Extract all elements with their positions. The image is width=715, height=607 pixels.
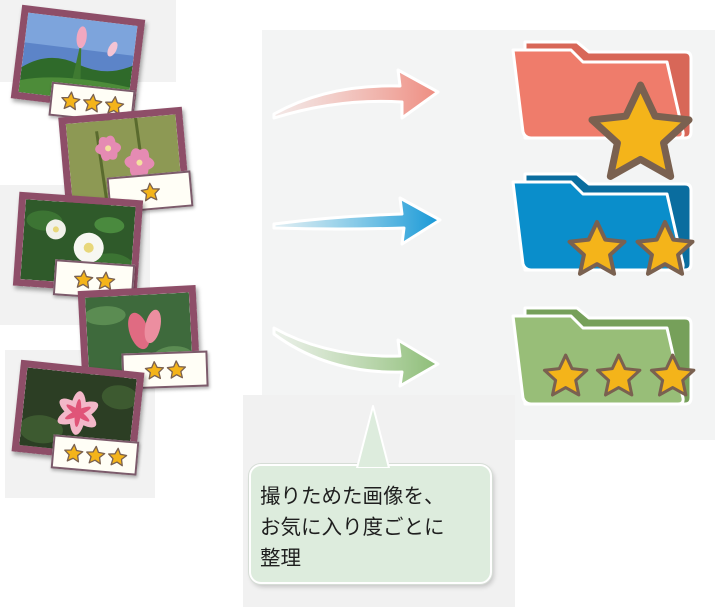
star-icon [82, 93, 102, 112]
lily-photo [19, 367, 137, 459]
rating-label [121, 350, 209, 390]
star-icon [140, 182, 160, 201]
star-icon [635, 220, 695, 276]
star-icon [596, 353, 642, 397]
star-icon [63, 443, 83, 462]
star-icon [567, 220, 627, 276]
folder-icon [507, 36, 697, 180]
star-icon [107, 447, 127, 466]
folder-icon [507, 168, 697, 278]
rating-label [106, 170, 194, 214]
star-icon [588, 81, 693, 180]
callout-text: 撮りためた画像を、 お気に入り度ごとに 整理 [260, 484, 445, 570]
star-icon [104, 95, 124, 115]
photo-thumbnail [11, 359, 145, 465]
arrow-icon [272, 326, 440, 388]
arrow-icon [272, 68, 440, 120]
star-icon [60, 90, 81, 110]
star-icon [95, 270, 115, 290]
lily-bud-photo [18, 12, 138, 106]
arrow-icon [272, 196, 442, 246]
star-icon [73, 269, 93, 289]
star-icon [649, 353, 696, 397]
star-icon [85, 445, 105, 464]
star-icon [542, 353, 589, 397]
callout-tail [356, 405, 390, 468]
star-icon [144, 360, 164, 380]
star-icon [166, 359, 186, 379]
photo-thumbnail [10, 4, 146, 114]
rating-label [52, 259, 136, 301]
folder-icon [507, 302, 697, 412]
rating-label [50, 434, 140, 476]
rating-label [48, 81, 136, 125]
